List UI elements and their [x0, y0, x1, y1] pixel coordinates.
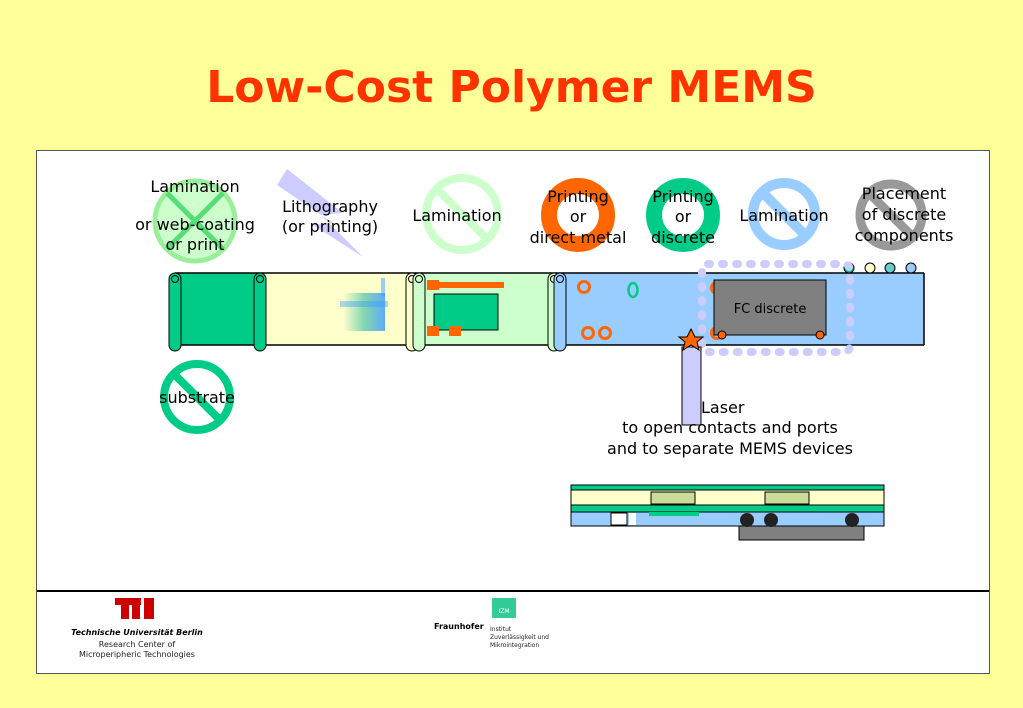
footer-tu-sub1: Research Center of	[99, 640, 176, 649]
placement-prohibited-symbol	[855, 179, 927, 251]
label-laser-line1: Laser	[701, 398, 745, 417]
izm-logo-text: IZM	[498, 608, 509, 615]
production-line: FC discrete	[168, 260, 925, 356]
lamination-cross-symbol	[152, 178, 238, 264]
label-printing-metal-line1: Printing	[547, 187, 609, 206]
footer-izm-line3: Mikrointegration	[490, 642, 539, 649]
mems-cross-section	[570, 484, 885, 541]
footer-tu-name: Technische Universität Berlin	[71, 628, 203, 637]
footer-izm-line2: Zuverlässigkeit und	[490, 634, 549, 641]
label-placement-line1: Placement	[862, 184, 946, 203]
printing-metal-ring-symbol	[541, 178, 615, 252]
label-placement-line3: components	[855, 226, 954, 245]
footer-fraunhofer: Fraunhofer	[434, 622, 484, 631]
label-printing-metal-line3: direct metal	[530, 228, 627, 247]
substrate-prohibited-symbol	[160, 360, 234, 434]
diagram-panel: Lamination or web-coating or print Litho…	[36, 150, 990, 674]
lithography-lightning-icon	[277, 169, 363, 257]
laser-beam	[677, 327, 705, 426]
label-lamination-1-line3: or print	[165, 235, 224, 254]
tu-berlin-logo	[115, 598, 154, 619]
label-lithography-line1: Lithography	[282, 197, 378, 216]
label-placement-line2: of discrete	[862, 205, 946, 224]
lamination-blue-prohibited-symbol	[748, 178, 820, 250]
label-lamination-3: Lamination	[739, 206, 828, 225]
label-laser-line3: and to separate MEMS devices	[607, 439, 853, 458]
label-lamination-1-line1: Lamination	[150, 177, 239, 196]
lamination-prohibited-symbol	[422, 174, 502, 254]
footer-tu-sub2: Microperipheric Technologies	[79, 650, 195, 659]
label-lamination-2: Lamination	[412, 206, 501, 225]
label-printing-discrete-line3: discrete	[651, 228, 715, 247]
label-printing-discrete-line1: Printing	[652, 187, 714, 206]
slide-title: Low-Cost Polymer MEMS	[206, 62, 817, 113]
process-diagram: Lamination or web-coating or print Litho…	[37, 169, 989, 659]
label-fc-discrete: FC discrete	[734, 302, 807, 317]
footer-izm-line1: Institut	[490, 626, 512, 633]
label-substrate: substrate	[159, 388, 235, 407]
label-lamination-1-line2: or web-coating	[135, 215, 255, 234]
label-printing-metal-line2: or	[570, 207, 587, 226]
label-laser-line2: to open contacts and ports	[622, 418, 838, 437]
printing-discrete-ring-symbol	[646, 178, 720, 252]
izm-logo: IZM	[492, 598, 516, 618]
label-lithography-line2: (or printing)	[282, 217, 378, 236]
label-printing-discrete-line2: or	[675, 207, 692, 226]
